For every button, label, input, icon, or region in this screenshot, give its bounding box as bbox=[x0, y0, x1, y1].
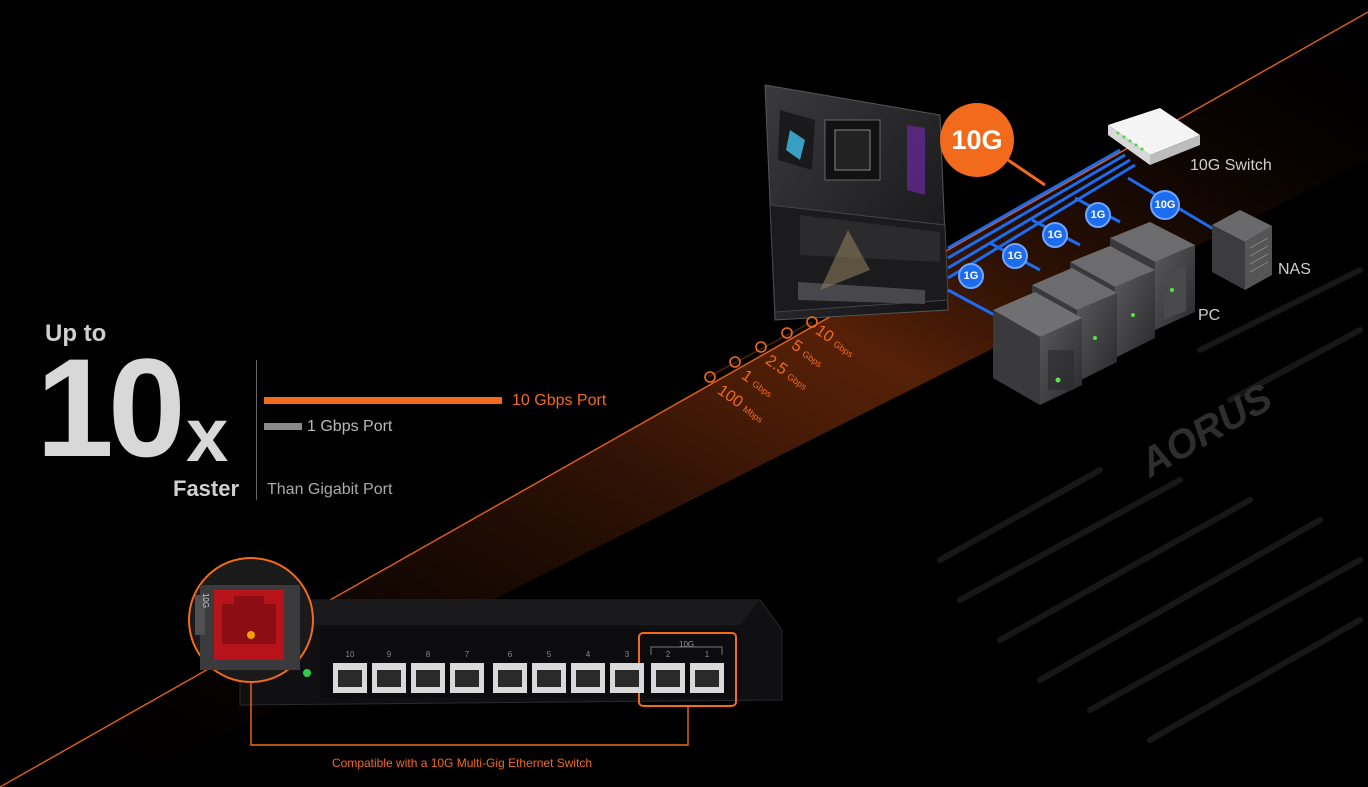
ethernet-port-socket bbox=[537, 670, 561, 687]
port-group-bracket bbox=[650, 646, 723, 655]
badge-leader bbox=[1007, 158, 1046, 187]
watermark-text: AORUS bbox=[1132, 375, 1280, 486]
headline-up-to: Up to bbox=[45, 320, 107, 347]
port-group-label: 10G bbox=[679, 640, 695, 649]
ethernet-port-socket bbox=[338, 670, 362, 687]
link-badge-1g-3: 1G bbox=[1042, 222, 1068, 248]
badge-10g: 10G bbox=[940, 103, 1014, 177]
headline-multiplier: 10 bbox=[36, 329, 186, 486]
bar-10gbps bbox=[264, 397, 502, 404]
pc-label: PC bbox=[1198, 307, 1221, 324]
pc-towers bbox=[993, 222, 1195, 405]
switch-device bbox=[1108, 108, 1200, 165]
port-number-label: 2 bbox=[666, 650, 671, 659]
compat-caption: Compatible with a 10G Multi-Gig Ethernet… bbox=[332, 756, 593, 770]
port-number-label: 3 bbox=[625, 650, 630, 659]
ethernet-ports: 10 9 8 7 6 5 4 3 2 1 bbox=[333, 650, 724, 693]
nas-device bbox=[1212, 210, 1272, 290]
port-number-label: 9 bbox=[387, 650, 392, 659]
comparison-caption: Than Gigabit Port bbox=[267, 481, 393, 498]
port-zoom-circle bbox=[188, 557, 314, 683]
watermark-streaks bbox=[937, 267, 1363, 743]
compat-connector bbox=[250, 682, 689, 746]
bar-1gbps-label: 1 Gbps Port bbox=[307, 418, 393, 435]
link-badge-1g-1: 1G bbox=[958, 263, 984, 289]
link-badge-1g-2: 1G bbox=[1002, 243, 1028, 269]
link-badge-1g-4: 1G bbox=[1085, 202, 1111, 228]
headline-divider bbox=[256, 360, 257, 500]
ethernet-port-socket bbox=[377, 670, 401, 687]
switch-label: 10G Switch bbox=[1190, 157, 1272, 174]
zoom-port-label: 10G bbox=[201, 592, 211, 609]
power-led bbox=[303, 669, 311, 677]
ethernet-port-socket bbox=[656, 670, 680, 687]
port-number-label: 6 bbox=[508, 650, 513, 659]
bar-10gbps-label: 10 Gbps Port bbox=[512, 392, 607, 409]
port-number-label: 10 bbox=[346, 650, 355, 659]
bar-1gbps bbox=[264, 423, 302, 430]
ethernet-port-socket bbox=[576, 670, 600, 687]
ethernet-port-socket bbox=[498, 670, 522, 687]
port-number-label: 4 bbox=[586, 650, 591, 659]
port-number-label: 7 bbox=[465, 650, 470, 659]
ethernet-port-socket bbox=[455, 670, 479, 687]
headline-x: x bbox=[186, 393, 229, 478]
network-links bbox=[947, 148, 1216, 320]
ethernet-port-socket bbox=[615, 670, 639, 687]
link-badge-10g: 10G bbox=[1150, 190, 1180, 220]
ethernet-port-socket bbox=[695, 670, 719, 687]
headline-faster: Faster bbox=[173, 476, 240, 501]
port-number-label: 5 bbox=[547, 650, 552, 659]
ethernet-port-socket bbox=[416, 670, 440, 687]
port-number-label: 8 bbox=[426, 650, 431, 659]
speed-dots bbox=[704, 316, 818, 383]
nas-label: NAS bbox=[1278, 261, 1311, 278]
motherboard-image bbox=[764, 84, 949, 321]
port-number-label: 1 bbox=[705, 650, 710, 659]
